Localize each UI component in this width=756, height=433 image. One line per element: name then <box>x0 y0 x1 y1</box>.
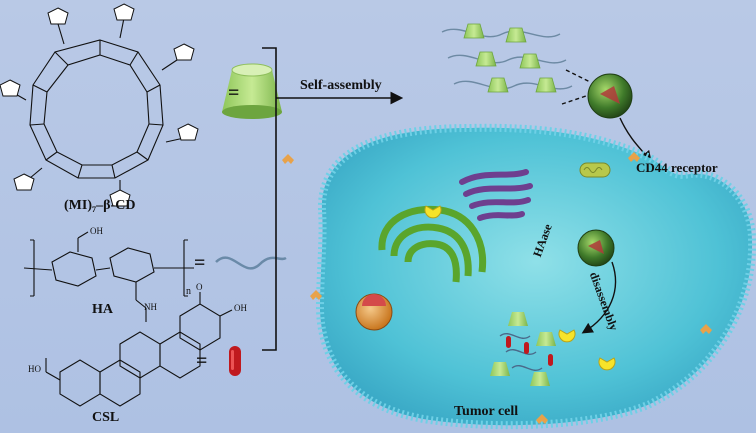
imidazolium-rings <box>0 4 198 206</box>
mitochondrion <box>580 163 610 177</box>
cd44-receptor-label: CD44 receptor <box>636 160 718 176</box>
self-assembly-label: Self-assembly <box>300 78 382 94</box>
ha-oh-label: OH <box>90 226 103 236</box>
csl-name-label: CSL <box>92 410 119 426</box>
csl-pill-symbol <box>229 346 241 376</box>
csl-oh-label: OH <box>234 303 247 313</box>
lysosome <box>356 294 392 330</box>
equals-csl: = <box>196 350 207 373</box>
csl-ho-label: HO <box>28 364 41 374</box>
nanoparticle-inner <box>578 230 614 266</box>
cd-name-label: (MI)₇–β-CD <box>64 198 135 214</box>
ha-n-subscript: n <box>186 286 191 297</box>
equals-ha: = <box>194 252 205 275</box>
ha-name-label: HA <box>92 302 113 318</box>
equals-cd: = <box>228 82 239 105</box>
cyclodextrin-structure <box>12 18 184 196</box>
dashed-link-bottom <box>562 96 586 104</box>
csl-o-label: O <box>196 282 203 292</box>
nanoparticle-outer <box>588 74 632 118</box>
dashed-link-top <box>566 70 590 82</box>
assembly-cups <box>464 24 556 92</box>
ha-nh-label: NH <box>144 302 157 312</box>
csl-structure <box>46 292 232 406</box>
tumor-cell-label: Tumor cell <box>454 404 518 420</box>
